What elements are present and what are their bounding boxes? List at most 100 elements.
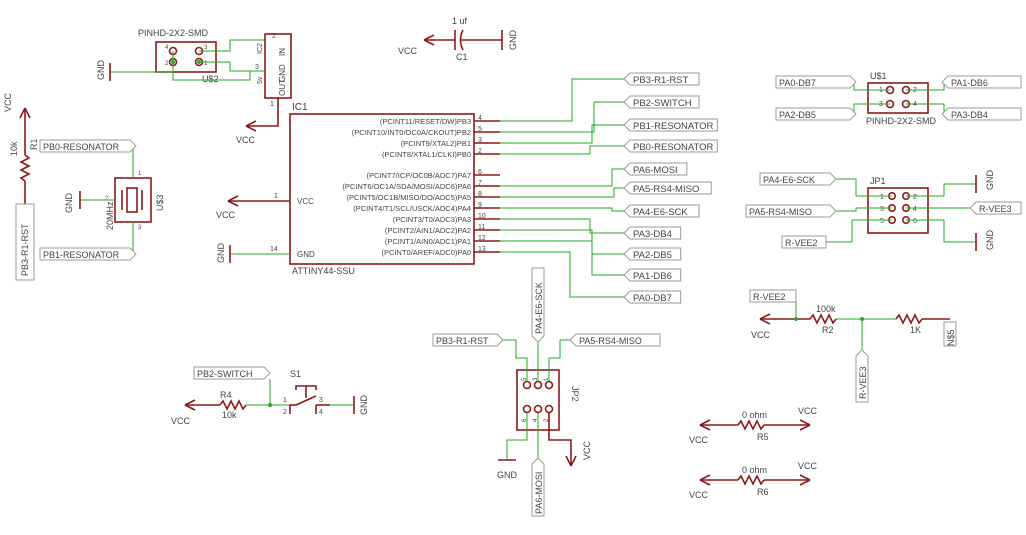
jp1-net-flag-3	[969, 201, 1022, 215]
ic1-net-label: PB0-RESONATOR	[633, 142, 714, 153]
ic1-net-flag	[623, 139, 718, 153]
ic2-pin-num: 3	[255, 64, 259, 71]
jp2-net-flag-3	[531, 457, 545, 517]
pin-num: 3	[880, 206, 884, 213]
resistor-zigzag-icon	[219, 399, 247, 411]
ic1-pin-num: 6	[478, 169, 482, 176]
s1-gnd: GND	[359, 395, 369, 416]
ic1-net-wire	[500, 207, 624, 212]
u1-net-flag-2	[775, 107, 857, 121]
u3-net-flag-0	[39, 139, 137, 153]
vcc-arrow-icon	[245, 120, 257, 132]
pinhd-u2: PINHD-2X2-SMD U$2 4 2 3 1 GND	[96, 28, 265, 84]
u1-value: PINHD-2X2-SMD	[866, 116, 937, 126]
ic1-net-labels: PB3-R1-RSTPB2-SWITCHPB1-RESONATORPB0-RES…	[500, 72, 718, 304]
resistor-zigzag-icon	[737, 474, 765, 486]
u1-ref: U$1	[870, 71, 887, 81]
jp1-ref: JP1	[870, 176, 886, 186]
r5-vcc-right: VCC	[798, 406, 818, 416]
ic1-net-label: PA5-RS4-MISO	[633, 184, 699, 195]
ic2-gnd: GND	[278, 64, 287, 82]
header-jp2: JP2 5 3 1 6 4 2 GND VCC PB3-R1-RST PA4-E…	[432, 267, 661, 517]
jp1-gnd: GND	[985, 170, 995, 191]
vcc-arrow-icon	[227, 195, 239, 207]
jp1-net-flag-0	[759, 172, 837, 186]
jp1-net-0: PA4-E6-SCK	[763, 175, 815, 185]
resistor-zigzag-icon	[809, 313, 837, 325]
ic2-in: IN	[278, 48, 287, 56]
ic1-pin-label: (PCINT10/INT0/OC0A/CKOUT)PB2	[352, 128, 471, 137]
r4-vcc: VCC	[171, 416, 191, 426]
c1-vcc: VCC	[398, 46, 418, 56]
jp2-net-3: PA6-MOSI	[534, 472, 544, 514]
regulator-ic2: IN GND OUT IC2 5v 2 3 1 VCC	[236, 33, 292, 145]
r3-net-flag	[855, 349, 869, 403]
ic2-pin-num: 2	[272, 33, 276, 40]
ic1-pin-num: 3	[478, 137, 482, 144]
jp2-vcc: VCC	[582, 440, 592, 460]
pin-num: 4	[533, 418, 539, 422]
resistor-zigzag-icon	[19, 154, 31, 182]
r3-rotated-label: N$5	[946, 329, 956, 346]
pin-num: 3	[138, 225, 142, 231]
pinhd-u1: U$1 PINHD-2X2-SMD 1 2 3 4 PA0-DB7 PA1-DB…	[775, 71, 1022, 126]
ic1-pin-label: (PCINT2/AIN1/ADC2)PA2	[385, 226, 471, 235]
pin-num: 2	[913, 194, 917, 201]
s1-net: PB2-SWITCH	[197, 369, 253, 379]
u3-net-0: PB0-RESONATOR	[43, 142, 120, 152]
ic1-pin-label: (PCINT4/T1/SCL/USCK/ADC4)PA4	[353, 204, 471, 213]
header-jp1: JP1 1 2 3 4 5 6 GND GND PA4-E6-SCK PA5-R…	[745, 170, 1022, 251]
vcc-arrow-icon	[699, 419, 711, 431]
vcc-arrow-icon	[565, 455, 577, 467]
ic1-pin-num: 12	[478, 235, 486, 242]
pin-num: 5	[880, 218, 884, 225]
resistor-r6: VCC 0 ohm R6 VCC	[689, 461, 818, 500]
ic1-pin-num: 2	[478, 148, 482, 155]
vcc-arrow-icon	[799, 474, 811, 486]
pin-num: 3	[533, 377, 539, 381]
vcc-arrow-icon	[799, 419, 811, 431]
jp2-net-flag-0	[432, 333, 504, 347]
jp1-body	[867, 187, 929, 234]
pin-num: 5	[522, 377, 528, 381]
ic1-net-wire	[500, 187, 624, 198]
ic1-pin-label: (PCINT5/OC1B/MISO/DO/ADC5)PA5	[347, 193, 471, 202]
pinhd-u1-body	[867, 82, 929, 114]
u3-net-1: PB1-RESONATOR	[43, 250, 120, 260]
jp2-ref: JP2	[570, 386, 580, 402]
ic1-net-wire	[500, 218, 624, 234]
jp1-net-3: R-VEE3	[979, 204, 1012, 214]
ic1-value: ATTINY44-SSU	[292, 266, 355, 276]
pin-num: 2	[544, 418, 550, 422]
ic1-pin-label: (PCINT6/OC1A/SDA/MOSI/ADC6)PA6	[342, 182, 471, 191]
ic1-net-flag	[623, 226, 682, 240]
ic1-pin-num: 11	[478, 224, 485, 231]
r2-vcc: VCC	[751, 330, 771, 340]
ic1-net-wire	[500, 124, 624, 144]
ic1-net-wire	[500, 78, 624, 122]
ic1-net-flag	[623, 204, 700, 218]
ic1-net-flag	[623, 162, 688, 176]
vcc-arrow-icon	[423, 34, 435, 46]
ic1-pin-num: 8	[478, 191, 482, 198]
jp1-net-flag-2	[781, 235, 827, 249]
jp2-gnd: GND	[497, 470, 518, 480]
ic1-gnd-pin-label: GND	[297, 250, 315, 259]
ic1-pin-num: 5	[478, 126, 482, 133]
ic1-pin-num: 4	[478, 115, 482, 122]
ic1-net-wire	[500, 229, 624, 255]
u3-ref: U$3	[155, 194, 165, 211]
u1-net-flag-0	[775, 75, 857, 89]
resistor-r2-r3: R-VEE2 VCC 100k R2 R-VEE3 1K N$5	[749, 289, 957, 403]
r5-vcc-left: VCC	[689, 435, 709, 445]
ic1-pin-label: (PCINT3/T0/ADC3)PA3	[393, 215, 471, 224]
r5-value: 0 ohm	[742, 410, 767, 420]
c1-gnd: GND	[508, 30, 518, 51]
ic1-net-wire	[500, 240, 624, 276]
switch-s1: PB2-SWITCH VCC R4 10k S1 1 2 3 4 GND	[171, 366, 369, 426]
s1-net-flag	[193, 366, 271, 380]
ic1-gnd-pin-num: 14	[270, 246, 278, 253]
pin-num: 4	[913, 206, 917, 213]
ic1-pin-num: 7	[478, 180, 482, 187]
